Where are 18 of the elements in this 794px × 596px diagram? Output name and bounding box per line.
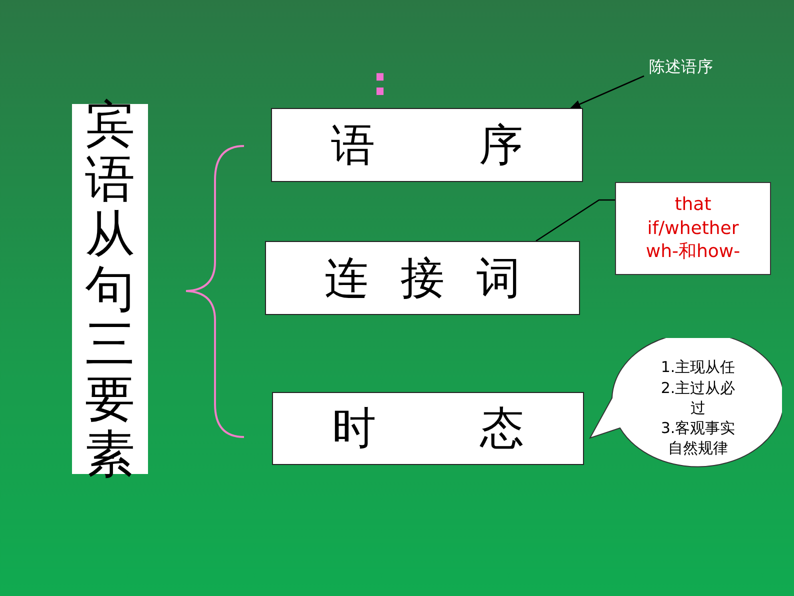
element-box <box>265 241 580 315</box>
vertical-title: 宾语从句三要素 <box>85 96 135 482</box>
rule-text: 3.客观事实自然规律 <box>660 418 736 459</box>
callout-box <box>615 182 771 275</box>
conjunction-text: that <box>674 193 712 217</box>
element-label: 连 接 词 <box>324 252 520 306</box>
conjunction-text: if/whether <box>647 216 739 240</box>
arrow <box>570 75 644 109</box>
note-text: 陈述语序 <box>649 56 713 78</box>
rule-text: 2.主过从必过 <box>660 378 736 418</box>
conjunction-text: wh-和how- <box>646 240 740 264</box>
element-label: 时 态 <box>332 402 524 456</box>
colon-mark: : <box>372 62 388 102</box>
rule-text: 1.主现从任 <box>660 357 736 378</box>
element-box <box>272 392 584 465</box>
leader-line <box>536 199 615 242</box>
element-box <box>271 108 583 182</box>
element-label: 语 序 <box>331 118 523 172</box>
